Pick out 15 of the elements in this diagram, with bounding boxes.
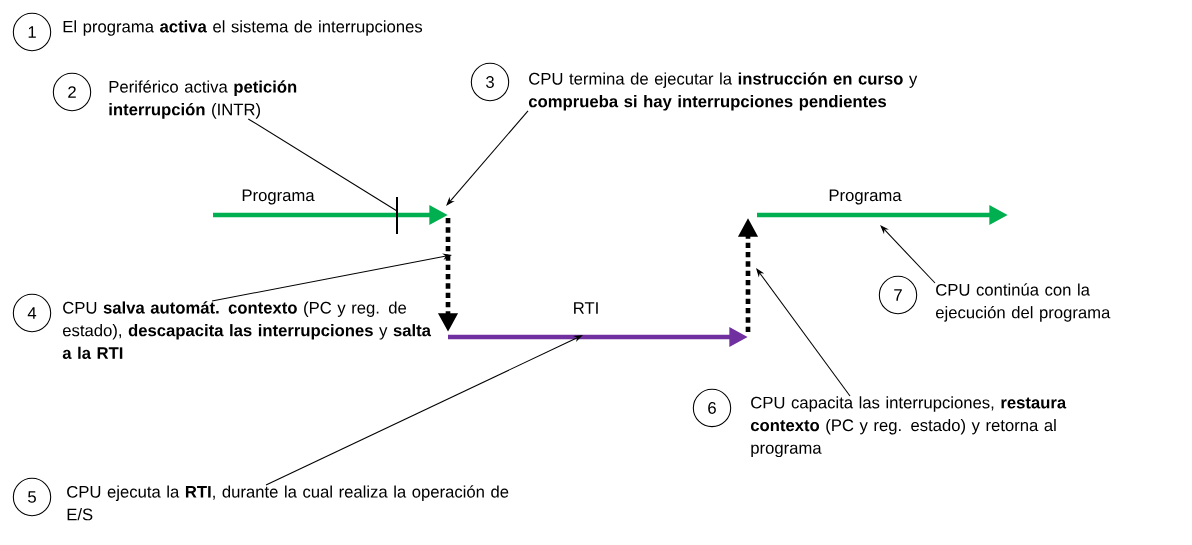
leader-line <box>446 110 529 206</box>
arrow-label: Programa <box>242 189 315 205</box>
callout-text: CPU termina de ejecutar la instrucción en curso y comprueba si hay interrupciones pendientes <box>528 72 918 111</box>
callout-text: CPU ejecuta la RTI, durante la cual realiza la operación de E/S <box>67 485 509 521</box>
callout-text: CPU continúa con la ejecución del programa <box>936 283 1111 322</box>
callout-text: CPU capacita las interrupciones, restaura contexto (PC y reg. estado) y retorna al programa <box>750 396 1067 458</box>
callout-text: CPU salva automát. contexto (PC y reg. de estado), descapacita las interrupciones y salta a la RTI <box>62 301 432 359</box>
leader-line <box>247 118 398 212</box>
callout-text: Periférico activa petición interrupción (INTR) <box>109 80 297 119</box>
leader-line <box>756 268 851 397</box>
arrow-label: Programa <box>829 189 902 205</box>
arrow-label: RTI <box>574 302 598 314</box>
callout-text: El programa activa el sistema de interrupciones <box>63 20 423 36</box>
leader-line <box>265 335 583 486</box>
leader-line <box>880 225 936 284</box>
